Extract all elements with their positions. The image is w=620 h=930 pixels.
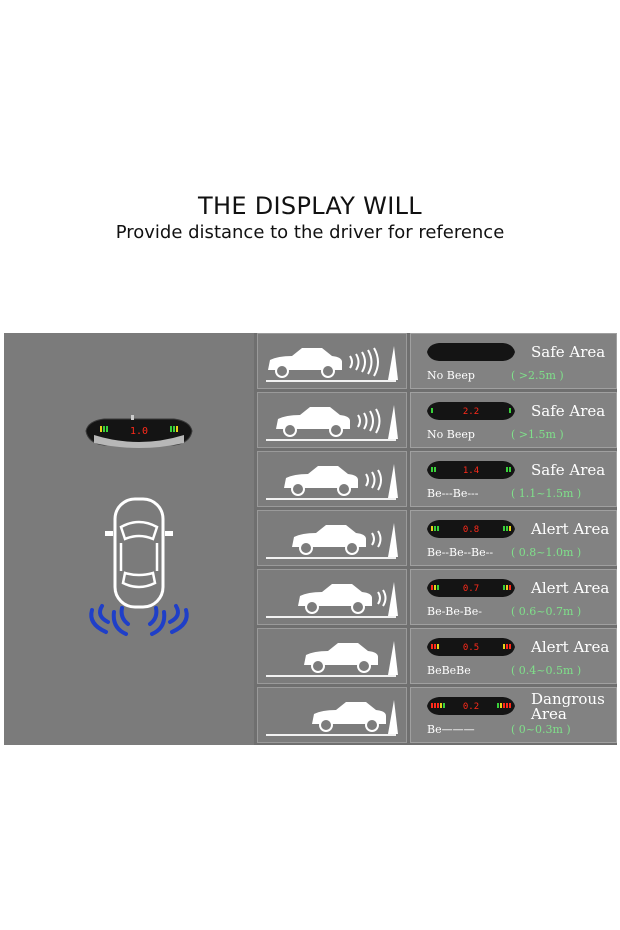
info-cell: 1.4 Be---Be--- ( 1.1~1.5m ) Safe Area (410, 451, 617, 507)
main-display-led-left (100, 426, 108, 432)
display-reading: 1.4 (463, 466, 479, 476)
car-side-cell (257, 569, 407, 625)
page-title: THE DISPLAY WILL (198, 192, 422, 220)
sensor-waves-icon (89, 604, 189, 636)
beep-pattern: Be--Be--Be-- (427, 546, 494, 559)
distance-row: 1.4 Be---Be--- ( 1.1~1.5m ) Safe Area (257, 451, 617, 507)
page-subtitle: Provide distance to the driver for refer… (115, 222, 505, 243)
distance-range: ( 0~0.3m ) (511, 723, 571, 736)
car-side-icon (312, 700, 398, 734)
display-unit (427, 343, 515, 361)
display-reading: 2.2 (463, 407, 479, 417)
distance-range: ( 0.8~1.0m ) (511, 546, 582, 559)
info-cell: 2.2 No Beep ( >1.5m ) Safe Area (410, 392, 617, 448)
overview-panel: 1.0 (4, 333, 254, 745)
distance-row: 0.2 Be——— ( 0~0.3m ) Dangrous Area (257, 687, 617, 743)
area-label: Alert Area (531, 520, 610, 538)
car-side-cell (257, 392, 407, 448)
display-unit: 0.8 (427, 520, 515, 538)
car-top-view-icon (105, 497, 173, 609)
road-line (266, 675, 396, 677)
distance-row: 0.8 Be--Be--Be-- ( 0.8~1.0m ) Alert Area (257, 510, 617, 566)
display-reading: 0.2 (463, 702, 479, 712)
car-side-icon (304, 641, 398, 675)
area-label: Safe Area (531, 343, 606, 361)
distance-row: 0.7 Be-Be-Be- ( 0.6~0.7m ) Alert Area (257, 569, 617, 625)
car-side-icon (284, 464, 398, 498)
car-side-icon (276, 405, 398, 439)
display-unit: 2.2 (427, 402, 515, 420)
area-label: Alert Area (531, 579, 610, 597)
display-unit: 0.5 (427, 638, 515, 656)
display-reading: 0.8 (463, 525, 479, 535)
area-label: Alert Area (531, 638, 610, 656)
info-cell: 0.2 Be——— ( 0~0.3m ) Dangrous Area (410, 687, 617, 743)
beep-pattern: BeBeBe (427, 664, 471, 677)
car-side-cell (257, 687, 407, 743)
car-side-cell (257, 628, 407, 684)
display-unit: 0.2 (427, 697, 515, 715)
car-side-cell (257, 451, 407, 507)
road-line (266, 616, 396, 618)
display-unit: 0.7 (427, 579, 515, 597)
road-line (266, 439, 396, 441)
distance-row: 2.2 No Beep ( >1.5m ) Safe Area (257, 392, 617, 448)
road-line (266, 557, 396, 559)
distance-range: ( 0.4~0.5m ) (511, 664, 582, 677)
car-side-icon (268, 346, 398, 380)
road-line (266, 380, 396, 382)
beep-pattern: Be---Be--- (427, 487, 479, 500)
car-side-cell (257, 333, 407, 389)
distance-range: ( >2.5m ) (511, 369, 564, 382)
main-display-led-right (170, 426, 178, 432)
beep-pattern: No Beep (427, 428, 475, 441)
area-label: Safe Area (531, 402, 606, 420)
parking-sensor-panel: 1.0 (4, 333, 617, 745)
info-cell: 0.7 Be-Be-Be- ( 0.6~0.7m ) Alert Area (410, 569, 617, 625)
car-side-icon (292, 523, 398, 557)
main-display-unit: 1.0 (85, 415, 193, 448)
beep-pattern: Be-Be-Be- (427, 605, 482, 618)
beep-pattern: Be——— (427, 723, 475, 736)
distance-range: ( >1.5m ) (511, 428, 564, 441)
distance-range: ( 0.6~0.7m ) (511, 605, 582, 618)
display-reading: 0.5 (463, 643, 479, 653)
car-side-cell (257, 510, 407, 566)
beep-pattern: No Beep (427, 369, 475, 382)
area-label: Dangrous Area (531, 690, 605, 723)
distance-row: No Beep ( >2.5m ) Safe Area (257, 333, 617, 389)
display-reading: 0.7 (463, 584, 479, 594)
info-cell: 0.5 BeBeBe ( 0.4~0.5m ) Alert Area (410, 628, 617, 684)
area-label: Safe Area (531, 461, 606, 479)
info-cell: No Beep ( >2.5m ) Safe Area (410, 333, 617, 389)
main-display-reading: 1.0 (130, 426, 148, 437)
display-unit: 1.4 (427, 461, 515, 479)
road-line (266, 734, 396, 736)
car-side-icon (298, 582, 398, 616)
distance-row: 0.5 BeBeBe ( 0.4~0.5m ) Alert Area (257, 628, 617, 684)
info-cell: 0.8 Be--Be--Be-- ( 0.8~1.0m ) Alert Area (410, 510, 617, 566)
road-line (266, 498, 396, 500)
distance-range: ( 1.1~1.5m ) (511, 487, 582, 500)
